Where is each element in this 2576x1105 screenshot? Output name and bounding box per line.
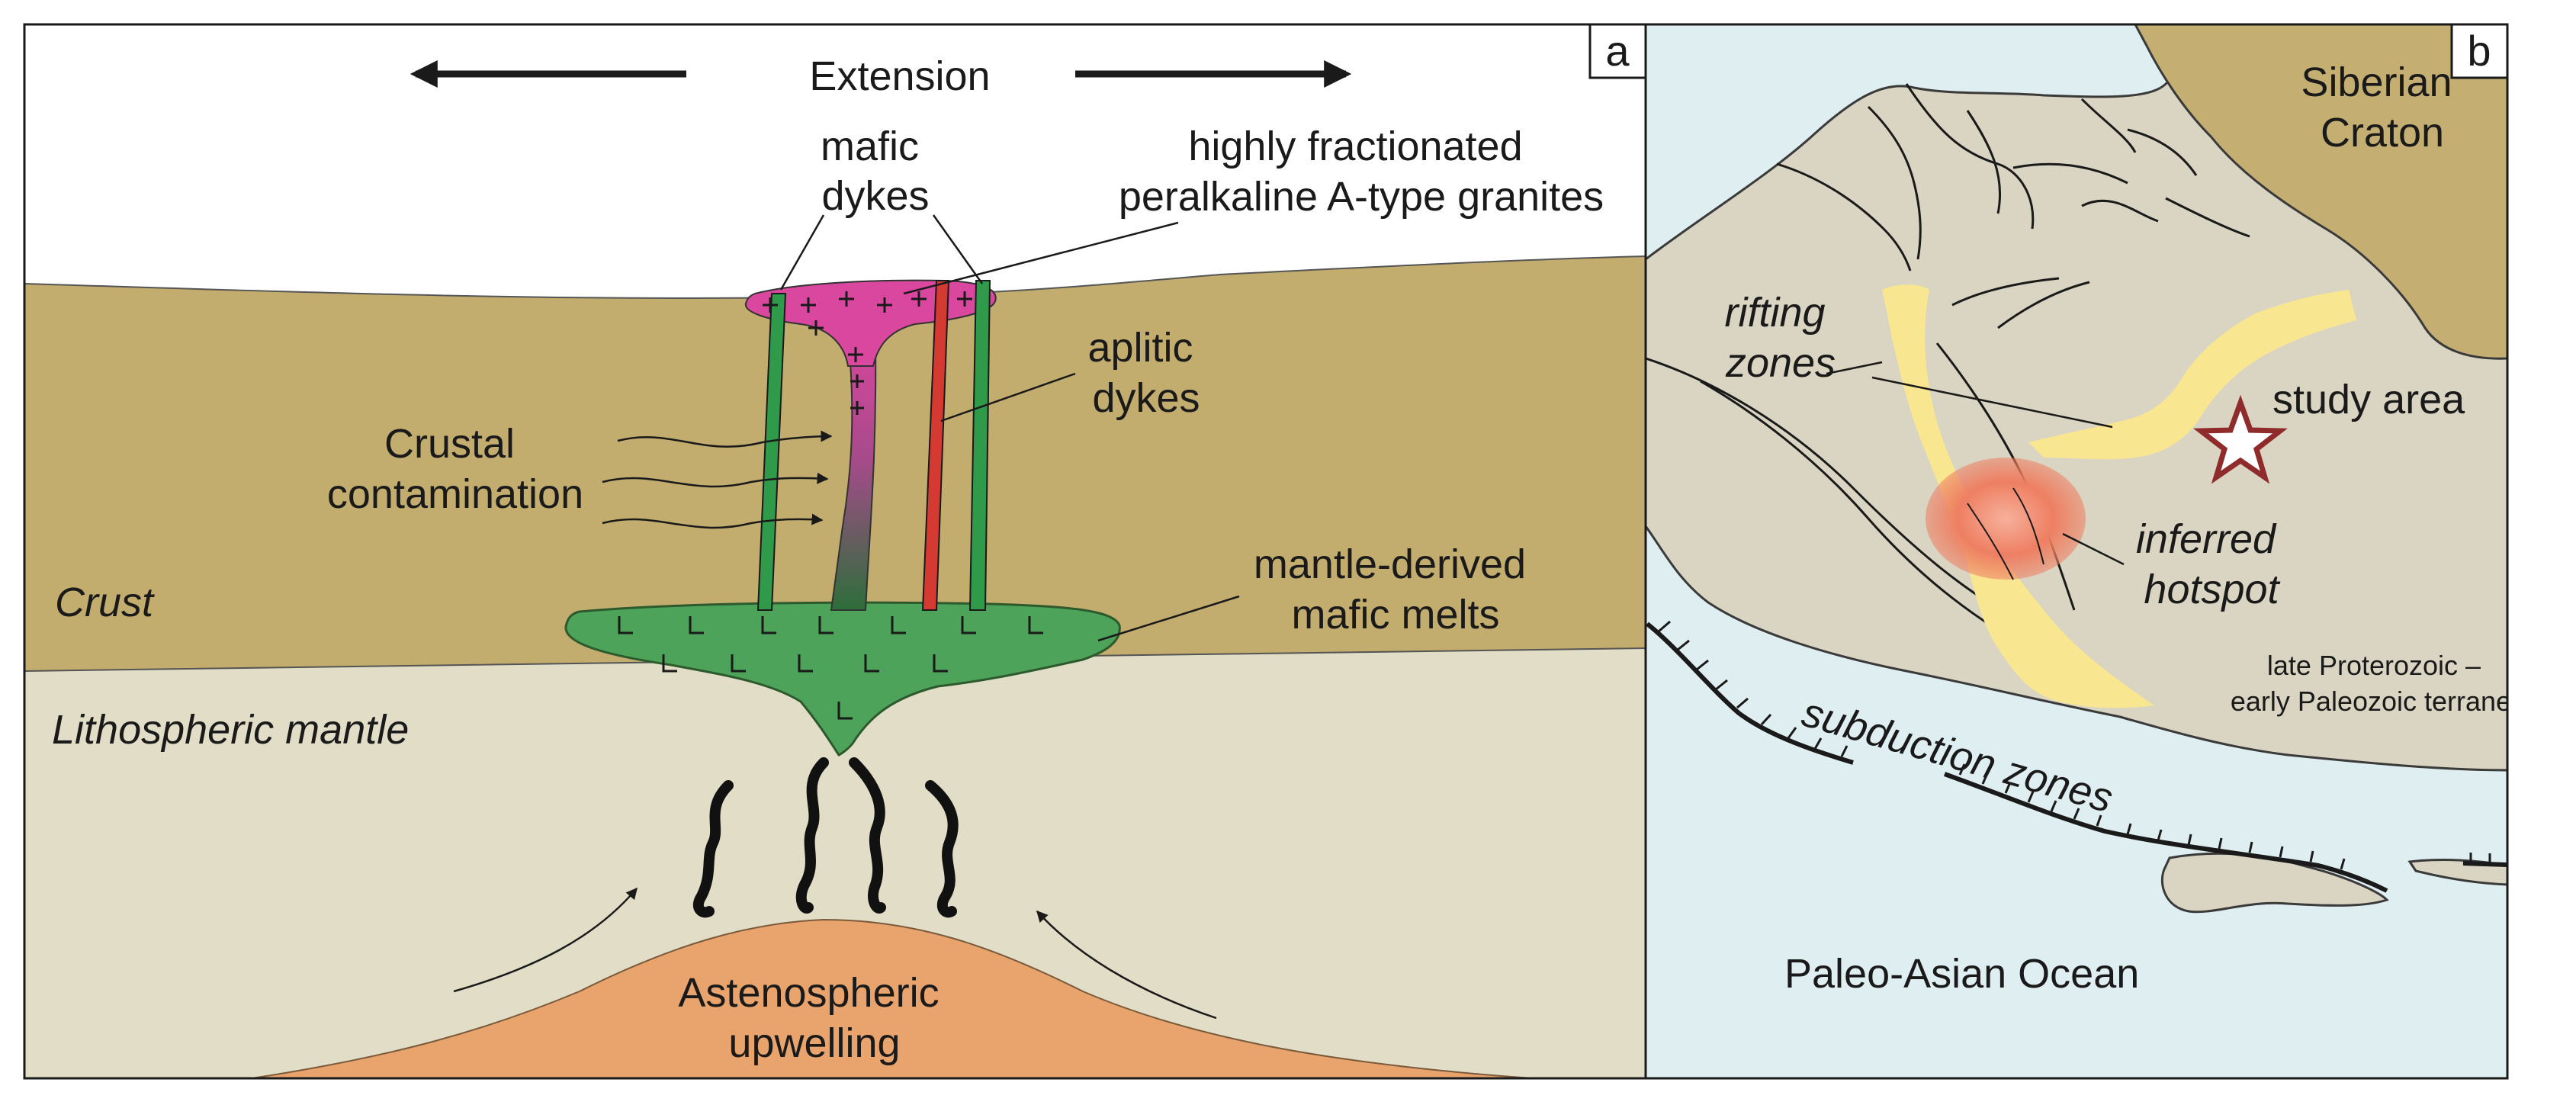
aplitic-dykes-label: aplitic dykes [1087, 325, 1204, 421]
study-area-star-icon [2193, 394, 2288, 484]
mafic-dykes-label: mafic dykes [821, 124, 930, 219]
contamination-arrow-1 [617, 430, 833, 448]
contamination-arrow-2 [602, 472, 829, 488]
granites-label: highly fractionated peralkaline A-type g… [1119, 124, 1604, 220]
study-area-label: study area [2272, 377, 2465, 422]
crust-label: Crust [55, 580, 155, 625]
contamination-arrow-3 [602, 513, 824, 529]
subduction-zones [1646, 622, 2507, 893]
crust-layer [24, 256, 1646, 671]
upwelling-label: Astenospheric upwelling [678, 970, 950, 1066]
panel-b-tag: b [2467, 27, 2491, 75]
leader-mafic-dykes-right [932, 214, 984, 284]
siberian-craton [2134, 24, 2507, 360]
hotspot-label: inferred hotspot [2136, 516, 2287, 612]
rift-zone-west [1882, 284, 2154, 708]
leader-granites [903, 221, 1179, 295]
panel-b-tag-box [2450, 24, 2507, 79]
panel-a-tag-box [1588, 24, 1646, 79]
leader-aplitic-dykes [940, 372, 1076, 422]
terranes-label: late Proterozoic – early Paleozoic terra… [2231, 650, 2525, 717]
lithospheric-mantle-layer [24, 648, 1646, 1078]
inferred-hotspot [1926, 458, 2086, 580]
flow-arrow-right [1036, 910, 1217, 1020]
granite-conduit [830, 335, 877, 611]
panel-a-tag: a [1605, 27, 1630, 75]
leader-mafic-dykes-left [779, 214, 825, 291]
heat-plumes [692, 757, 959, 918]
terrane-boundaries [1646, 83, 2250, 657]
terranes-land [1646, 44, 2507, 772]
subduction-ticks [1658, 620, 2491, 870]
mafic-dyke-right [968, 280, 991, 611]
rift-zone-east [2028, 290, 2356, 460]
granite-crosses [763, 291, 972, 415]
extension-label: Extension [809, 53, 990, 99]
leader-mantle-melts [1097, 595, 1240, 642]
aplitic-dyke [921, 280, 950, 611]
astenospheric-dome [251, 918, 1534, 1078]
lithospheric-mantle-label: Lithospheric mantle [52, 707, 409, 753]
leader-hotspot [2062, 532, 2125, 566]
craton-label: Siberian Craton [2301, 59, 2463, 156]
leader-rifting-west [1826, 361, 1883, 375]
ocean-label: Paleo-Asian Ocean [1784, 951, 2139, 997]
flow-arrow-left [453, 887, 638, 993]
panel-b-frame [1644, 23, 2509, 1080]
mafic-dyke-left [756, 293, 787, 611]
crustal-contamination-label: Crustal contamination [327, 421, 583, 517]
leader-rifting-east [1871, 376, 2113, 429]
mafic-l-marks [618, 616, 1043, 720]
rifting-zones-label: rifting zones [1724, 290, 1836, 386]
panel-b: Siberian Craton rifting zones study area… [1646, 24, 2525, 1078]
panel-a: Extension mafic dykes highly fractionate… [24, 24, 1646, 1078]
mantle-melts-label: mantle-derived mafic melts [1254, 541, 1537, 638]
